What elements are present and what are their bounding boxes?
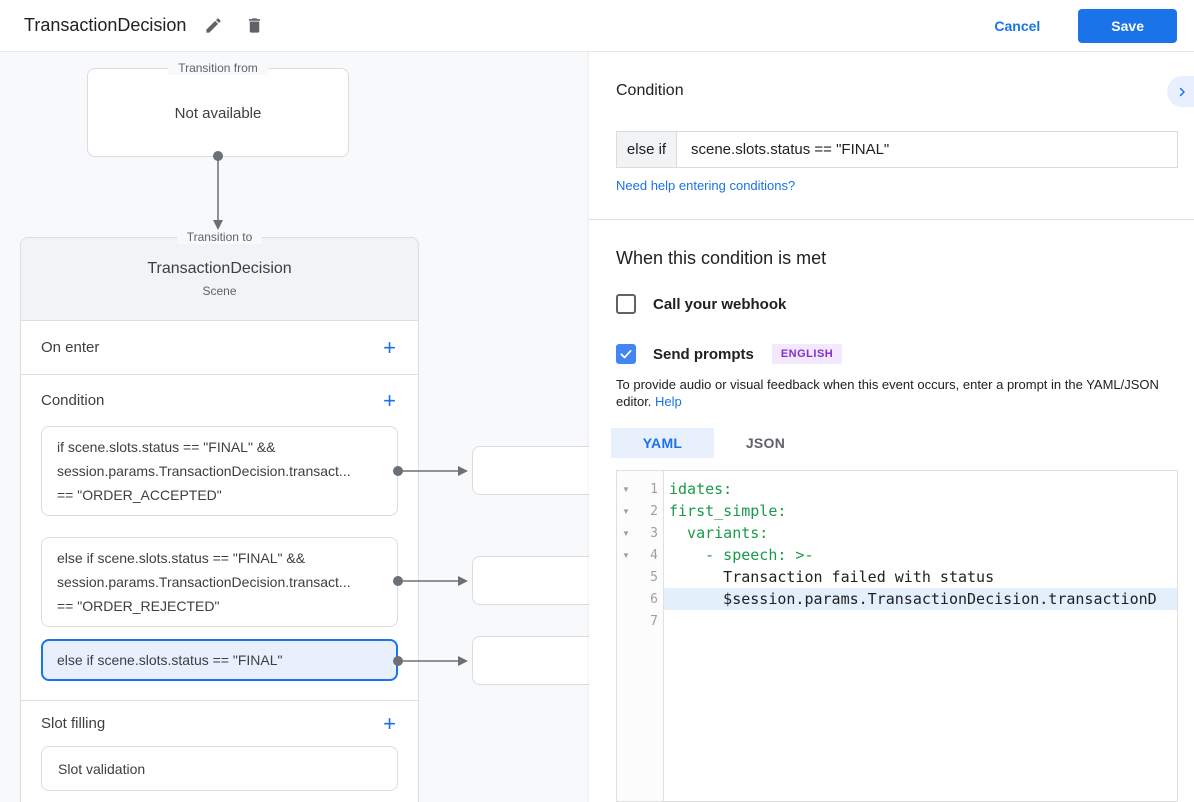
condition-card-text: if scene.slots.status == "FINAL" && — [57, 439, 276, 455]
chevron-right-icon — [1176, 86, 1188, 98]
fold-arrow-icon[interactable]: ▼ — [622, 484, 630, 494]
condition-card-text: == "ORDER_REJECTED" — [57, 598, 220, 614]
condition-card-text: session.params.TransactionDecision.trans… — [57, 463, 351, 479]
top-bar: TransactionDecision Cancel Save — [0, 0, 1194, 52]
condition-input[interactable] — [677, 132, 1177, 167]
fold-arrow-icon[interactable]: ▼ — [622, 506, 630, 516]
edit-scene-button[interactable] — [200, 12, 227, 39]
condition-card-text: session.params.TransactionDecision.trans… — [57, 574, 351, 590]
transition-to-card: Transition to TransactionDecision Scene … — [20, 230, 419, 802]
code-line[interactable] — [664, 610, 1177, 632]
tab-json[interactable]: JSON — [714, 428, 817, 458]
webhook-label: Call your webhook — [653, 295, 787, 313]
condition-section-row: Condition + — [21, 375, 418, 426]
code-line[interactable]: $session.params.TransactionDecision.tran… — [664, 588, 1177, 610]
condition-card[interactable]: else if scene.slots.status == "FINAL" &&… — [41, 537, 398, 627]
send-prompts-checkbox-row[interactable]: Send prompts ENGLISH — [616, 344, 843, 364]
collapse-panel-button[interactable] — [1167, 76, 1194, 107]
add-condition-button[interactable]: + — [383, 387, 396, 413]
delete-scene-button[interactable] — [241, 12, 268, 39]
line-number: 5 — [650, 569, 658, 585]
handler-box[interactable] — [472, 556, 602, 605]
scene-name: TransactionDecision — [147, 260, 292, 277]
condition-card[interactable]: if scene.slots.status == "FINAL" && sessi… — [41, 426, 398, 516]
section-divider — [21, 700, 418, 701]
condition-prefix: else if — [617, 132, 677, 167]
slot-filling-row: Slot filling + — [21, 701, 418, 746]
slot-card-list: Slot validation — [21, 746, 418, 791]
save-button[interactable]: Save — [1078, 8, 1177, 43]
scene-card-header: TransactionDecision Scene — [21, 238, 418, 321]
editor-gutter: ▼ 1 ▼ 2 ▼ 3 ▼ 4 5 6 7 — [617, 471, 664, 801]
condition-panel: Condition else if Need help entering con… — [589, 52, 1194, 802]
fold-arrow-icon[interactable]: ▼ — [622, 528, 630, 538]
line-number: 7 — [650, 613, 658, 629]
line-number: 6 — [650, 591, 658, 607]
line-number: 3 — [650, 525, 658, 541]
condition-card-text: == "ORDER_ACCEPTED" — [57, 487, 222, 503]
help-link[interactable]: Help — [655, 394, 682, 409]
condition-help-link[interactable]: Need help entering conditions? — [616, 178, 796, 193]
when-heading: When this condition is met — [616, 248, 827, 268]
line-number: 4 — [650, 547, 658, 563]
add-slot-filling-button[interactable]: + — [383, 710, 396, 736]
on-enter-label: On enter — [41, 339, 100, 356]
code-line[interactable]: Transaction failed with status — [669, 568, 995, 586]
condition-card-text: else if scene.slots.status == "FINAL" && — [57, 550, 306, 566]
line-number: 1 — [650, 481, 658, 497]
condition-card-text: else if scene.slots.status == "FINAL" — [57, 652, 283, 668]
panel-divider — [589, 219, 1194, 220]
cancel-button[interactable]: Cancel — [978, 10, 1056, 42]
topbar-actions: Cancel Save — [978, 8, 1177, 43]
slot-filling-label: Slot filling — [41, 715, 106, 732]
add-on-enter-button[interactable]: + — [383, 334, 396, 360]
condition-card[interactable]: else if scene.slots.status == "FINAL" — [41, 639, 398, 681]
check-icon — [619, 347, 633, 361]
panel-title: Condition — [616, 82, 684, 99]
prompts-checkbox[interactable] — [616, 344, 636, 364]
editor-code[interactable]: idates: first_simple: variants: - speech:… — [664, 471, 1177, 801]
fold-arrow-icon[interactable]: ▼ — [622, 550, 630, 560]
transition-from-legend: Transition from — [88, 61, 348, 75]
prompts-label: Send prompts — [653, 345, 754, 363]
condition-card-list: if scene.slots.status == "FINAL" && sessi… — [21, 426, 418, 681]
language-badge: ENGLISH — [771, 344, 843, 364]
transition-from-box[interactable]: Transition from Not available — [87, 61, 349, 157]
yaml-editor[interactable]: ▼ 1 ▼ 2 ▼ 3 ▼ 4 5 6 7 idates: first_simple: variant… — [616, 470, 1178, 802]
scene-type: Scene — [202, 284, 237, 298]
on-enter-row: On enter + — [21, 321, 418, 375]
call-webhook-checkbox-row[interactable]: Call your webhook — [616, 294, 786, 314]
tab-yaml[interactable]: YAML — [611, 428, 714, 458]
slot-validation-card[interactable]: Slot validation — [41, 746, 398, 791]
handler-box[interactable] — [472, 446, 602, 495]
transition-from-value: Not available — [174, 105, 262, 122]
code-line[interactable]: variants: — [669, 524, 769, 542]
pencil-icon — [204, 16, 223, 35]
webhook-checkbox[interactable] — [616, 294, 636, 314]
page-title: TransactionDecision — [24, 15, 187, 35]
condition-section-label: Condition — [41, 392, 105, 409]
code-line[interactable]: idates: — [669, 480, 733, 498]
prompt-helper-text: To provide audio or visual feedback when… — [616, 377, 1159, 409]
line-number: 2 — [650, 503, 658, 519]
transition-to-legend: Transition to — [21, 230, 418, 244]
code-line[interactable]: first_simple: — [669, 502, 787, 520]
condition-input-group: else if — [616, 131, 1178, 168]
code-line[interactable]: - speech: >- — [669, 546, 814, 564]
handler-box[interactable] — [472, 636, 602, 685]
trash-icon — [245, 16, 264, 35]
